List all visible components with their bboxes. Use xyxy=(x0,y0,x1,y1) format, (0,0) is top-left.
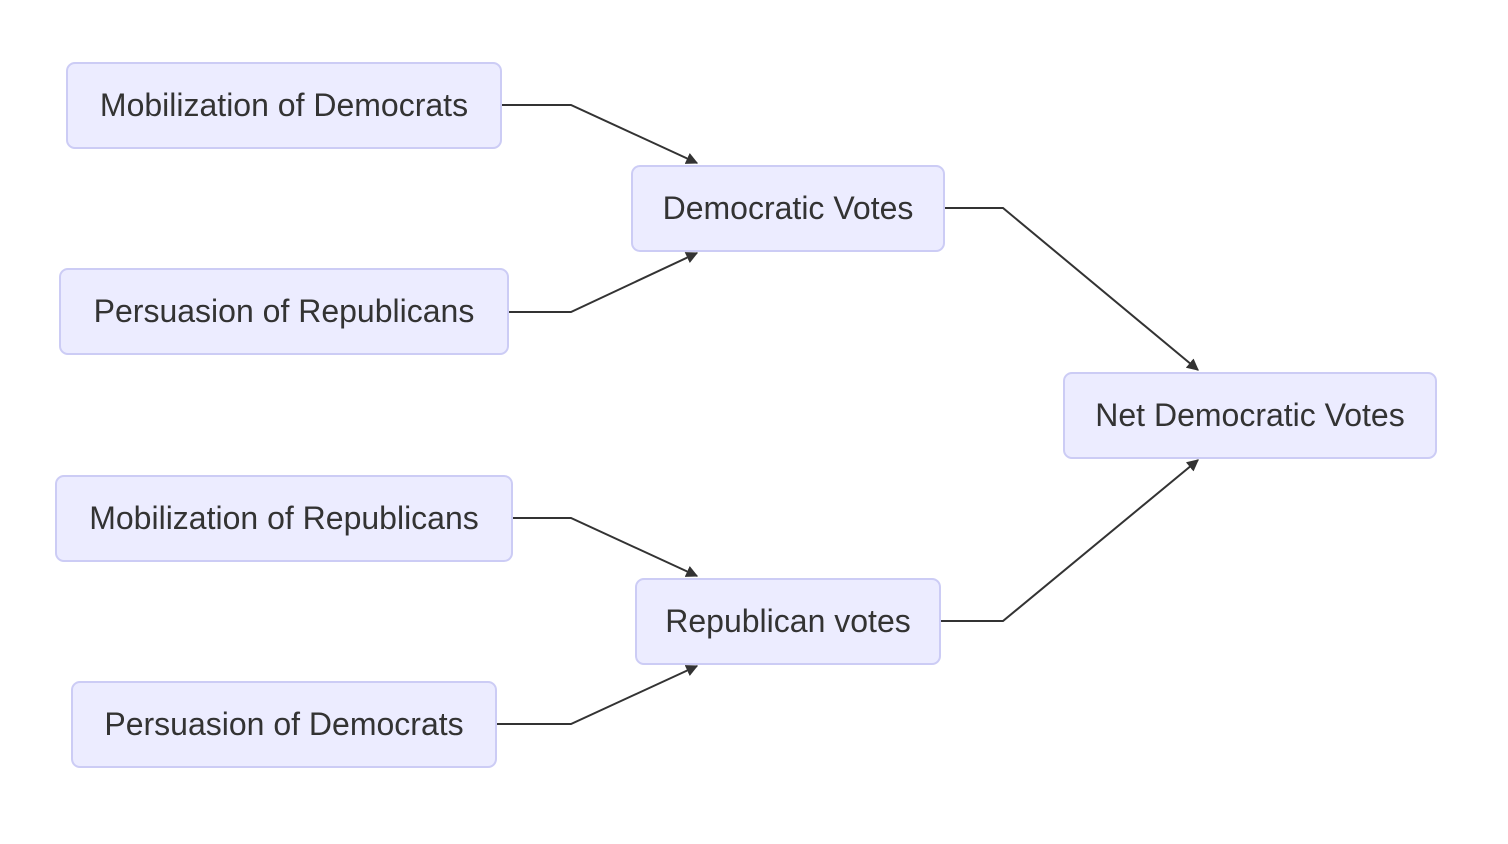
node-label: Net Democratic Votes xyxy=(1095,397,1405,433)
node-label: Mobilization of Democrats xyxy=(99,87,469,123)
edge-persuasion-of-republicans-to-democratic-votes xyxy=(509,252,699,313)
node-mobilization-of-republicans: Mobilization of Republicans xyxy=(55,475,513,562)
node-label: Democratic Votes xyxy=(662,190,914,226)
node-label: Persuasion of Democrats xyxy=(104,706,464,742)
node-republican-votes: Republican votes xyxy=(635,578,941,665)
node-persuasion-of-republicans: Persuasion of Republicans xyxy=(59,268,509,355)
edge-republican-votes-to-net-democratic-votes xyxy=(941,459,1199,622)
node-mobilization-of-democrats: Mobilization of Democrats xyxy=(66,62,502,149)
node-democratic-votes: Democratic Votes xyxy=(631,165,945,252)
edge-persuasion-of-democrats-to-republican-votes xyxy=(497,665,699,725)
edge-democratic-votes-to-net-democratic-votes xyxy=(945,207,1199,371)
node-persuasion-of-democrats: Persuasion of Democrats xyxy=(71,681,497,768)
edge-mobilization-of-democrats-to-democratic-votes xyxy=(502,104,699,164)
node-label: Persuasion of Republicans xyxy=(93,293,475,329)
edge-mobilization-of-republicans-to-republican-votes xyxy=(513,517,699,577)
node-label: Mobilization of Republicans xyxy=(89,500,479,536)
node-label: Republican votes xyxy=(665,603,911,639)
node-net-democratic-votes: Net Democratic Votes xyxy=(1063,372,1437,459)
